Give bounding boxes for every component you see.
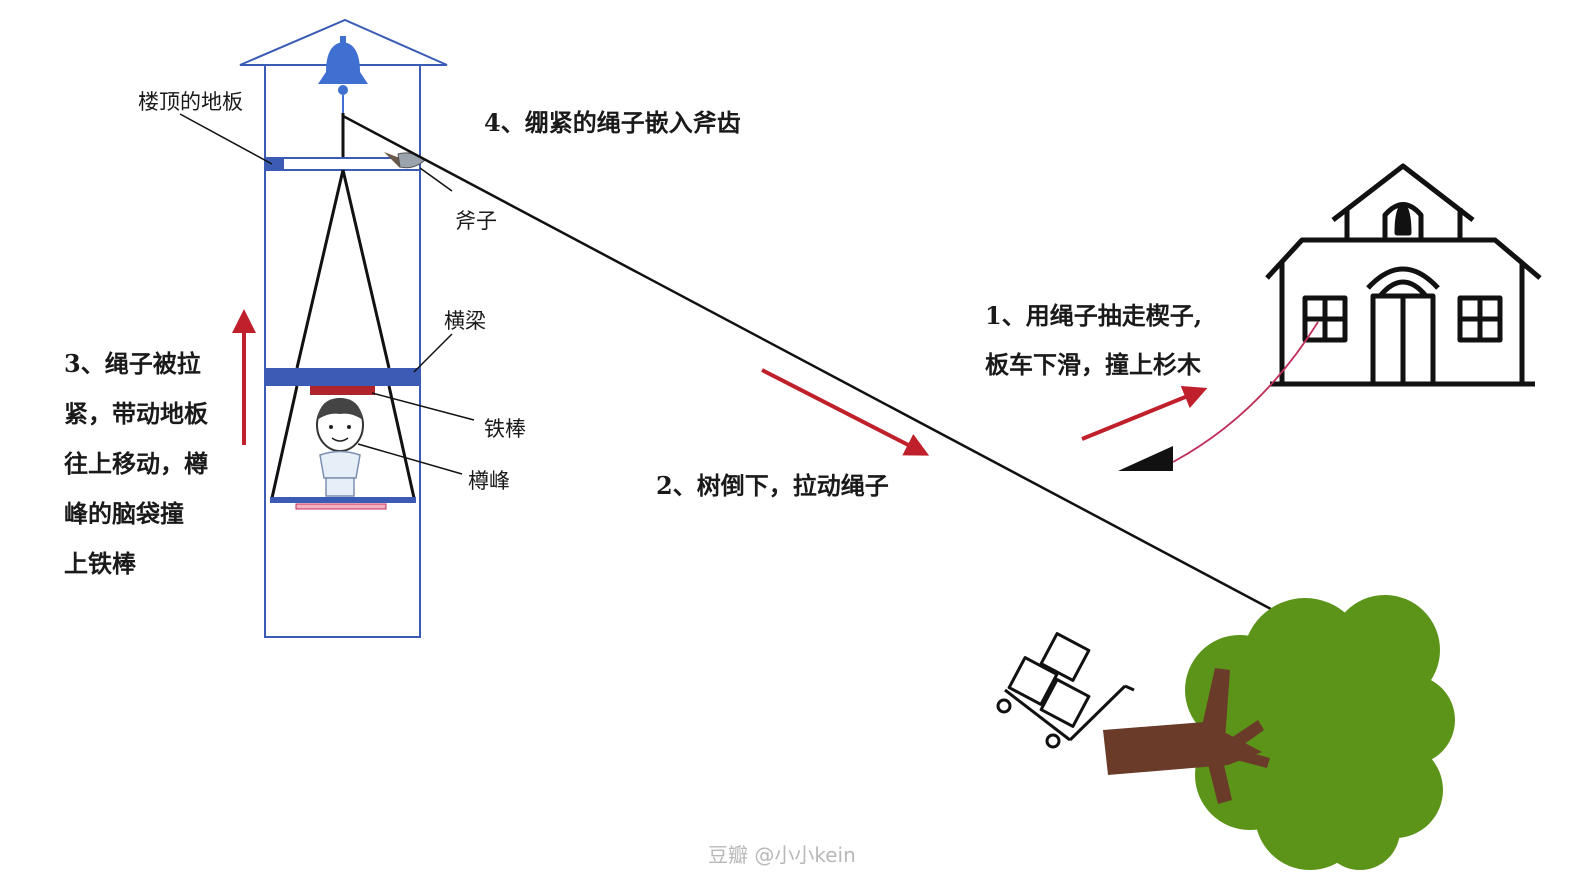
iron-rod <box>310 386 375 395</box>
step1-line2: 板车下滑，撞上杉木 <box>985 350 1202 379</box>
label-roof-floor: 楼顶的地板 <box>138 90 243 114</box>
label-iron-rod: 铁棒 <box>484 417 526 441</box>
step2-text: 2、树倒下，拉动绳子 <box>656 471 889 500</box>
wedge-pull-rope <box>1172 321 1319 463</box>
bell-tower <box>239 18 448 638</box>
label-axe: 斧子 <box>455 209 497 233</box>
step3-line1: 3、绳子被拉 <box>64 349 201 378</box>
step3-line4: 峰的脑袋撞 <box>64 499 184 528</box>
main-rope <box>342 114 1447 704</box>
label-beam: 横梁 <box>444 309 486 333</box>
step1-line1: 1、用绳子抽走楔子, <box>985 301 1202 330</box>
arrow-step2 <box>761 368 930 456</box>
tree-icon <box>1103 595 1455 870</box>
label-zunfeng: 樽峰 <box>468 469 510 493</box>
watermark: 豆瓣 @小小kein <box>708 843 856 867</box>
platform-floor <box>270 497 416 503</box>
leader-lines <box>179 113 475 475</box>
step3-line3: 往上移动，樽 <box>64 449 208 478</box>
step3-line5: 上铁棒 <box>64 549 137 578</box>
house-icon <box>1265 163 1542 387</box>
beam <box>266 368 420 386</box>
wedge-icon <box>1118 446 1173 471</box>
arrow-step1 <box>1081 385 1208 441</box>
cart-icon <box>996 632 1135 749</box>
head-icon <box>316 398 364 497</box>
bell-icon <box>318 36 368 113</box>
step3-line2: 紧，带动地板 <box>64 399 209 428</box>
step4-text: 4、绷紧的绳子嵌入斧齿 <box>484 108 741 137</box>
